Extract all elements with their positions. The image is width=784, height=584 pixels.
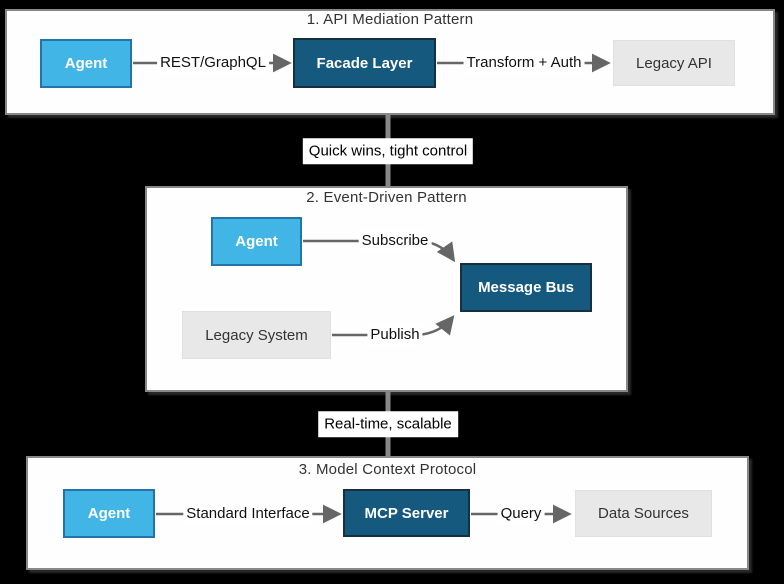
- node-legacy-api: Legacy API: [613, 40, 735, 86]
- edge-label-subscribe: Subscribe: [358, 229, 432, 253]
- node-mcp-server: MCP Server: [343, 489, 470, 537]
- edge-label-standard-interface: Standard Interface: [183, 502, 313, 526]
- node-facade-layer: Facade Layer: [293, 38, 436, 88]
- edge-label-publish: Publish: [367, 323, 423, 347]
- edge-label-rest-graphql: REST/GraphQL: [157, 51, 269, 75]
- section-3-title: 3. Model Context Protocol: [298, 461, 477, 478]
- node-agent-section3: Agent: [63, 489, 155, 538]
- section-1-title: 1. API Mediation Pattern: [306, 11, 474, 28]
- edge-label-query: Query: [497, 502, 545, 526]
- node-message-bus: Message Bus: [460, 263, 592, 312]
- connector-label-quick-wins: Quick wins, tight control: [302, 138, 474, 164]
- edge-label-transform-auth: Transform + Auth: [463, 51, 585, 75]
- node-agent-section1: Agent: [40, 39, 132, 88]
- connector-label-realtime: Real-time, scalable: [318, 411, 458, 437]
- node-data-sources: Data Sources: [575, 490, 712, 537]
- node-agent-section2: Agent: [211, 217, 302, 266]
- section-2-title: 2. Event-Driven Pattern: [306, 189, 467, 206]
- node-legacy-system: Legacy System: [182, 311, 331, 359]
